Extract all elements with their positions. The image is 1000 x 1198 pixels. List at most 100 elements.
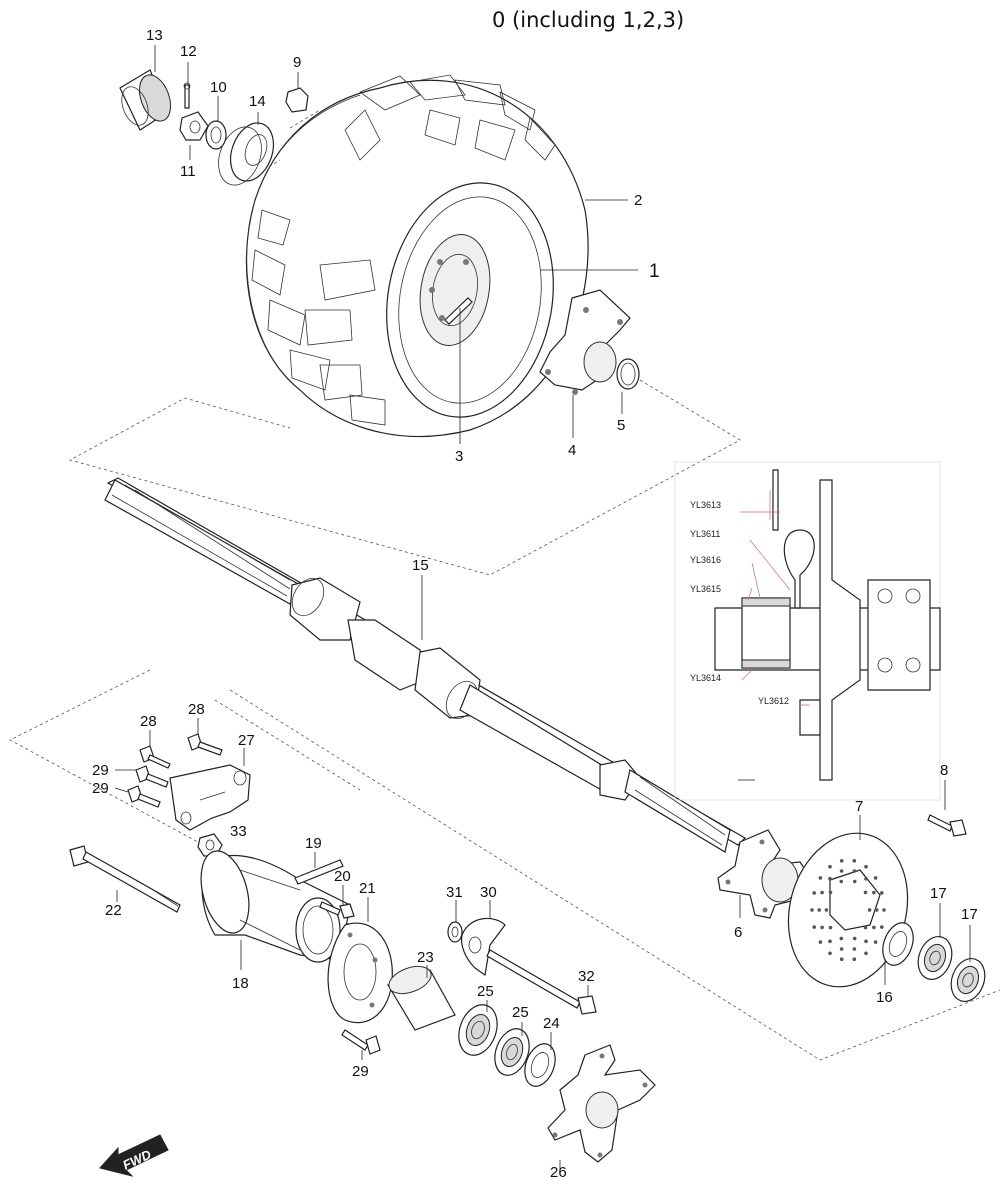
disc-hole (820, 925, 824, 930)
axle-shaft-part-15 (104, 477, 746, 853)
callout-24: 24 (543, 1015, 560, 1032)
pin-part-19 (294, 859, 344, 885)
detail-label-yl3615: YL3615 (690, 584, 721, 594)
callout-18: 18 (232, 975, 249, 992)
disc-hole (828, 951, 832, 956)
disc-hole (812, 925, 816, 929)
disc-hole (852, 947, 857, 951)
disc-hole (828, 890, 833, 895)
oring-part-5 (616, 358, 640, 390)
disc-hole (839, 936, 844, 941)
wheel-assembly (245, 74, 589, 438)
seal-part-24 (524, 1043, 556, 1087)
disc-hole (812, 891, 816, 895)
bolt-part-22 (69, 845, 181, 913)
callout-7: 7 (855, 798, 863, 815)
detail-label-yl3612: YL3612 (758, 696, 789, 706)
disc-vent-holes (810, 859, 886, 961)
callout-14: 14 (249, 93, 266, 110)
disc-hole (852, 869, 857, 873)
hub-part-4 (539, 289, 631, 395)
disc-hole (852, 879, 857, 884)
sprocket-hub-part-26 (547, 1044, 656, 1163)
diagram-title: 0 (including 1,2,3) (492, 8, 684, 32)
detail-label-yl3614: YL3614 (690, 673, 721, 683)
callout-31: 31 (446, 884, 463, 901)
bearing-part-17a (917, 936, 953, 980)
callout-23: 23 (417, 949, 434, 966)
callout-32: 32 (578, 968, 595, 985)
disc-hole (839, 869, 844, 873)
disc-hole (873, 876, 878, 880)
cap-part-13 (119, 69, 172, 131)
nut-part-9 (285, 87, 309, 113)
disc-hole (828, 864, 832, 869)
disc-hole (810, 908, 814, 912)
callout-21: 21 (359, 880, 376, 897)
detail-label-yl3611: YL3611 (690, 529, 720, 539)
disc-hole (864, 876, 868, 881)
disc-hole (824, 908, 829, 912)
bolt-part-29c (341, 1029, 381, 1055)
plate-part-21 (327, 922, 393, 1024)
callout-6: 6 (734, 924, 742, 941)
callout-15: 15 (412, 557, 429, 574)
disc-hole (875, 908, 879, 912)
callout-17a: 17 (930, 885, 947, 902)
disc-hole (839, 859, 844, 863)
callout-17b: 17 (961, 906, 978, 923)
callout-25a: 25 (477, 983, 494, 1000)
castle-nut-part-11 (179, 111, 209, 141)
spacer-part-14 (218, 122, 275, 186)
disc-hole (852, 936, 857, 941)
callout-5: 5 (617, 417, 625, 434)
disc-hole (872, 925, 876, 930)
seal-part-16 (882, 922, 914, 966)
leader-lines (114, 45, 971, 1172)
callout-13: 13 (146, 27, 163, 44)
callout-26: 26 (550, 1164, 567, 1181)
callout-20: 20 (334, 868, 351, 885)
callout-9: 9 (293, 54, 301, 71)
callout-11: 11 (180, 163, 196, 180)
callout-3: 3 (455, 448, 463, 465)
disc-hole (873, 940, 878, 944)
bolt-part-29b (127, 785, 161, 808)
cotter-pin-part-12 (183, 82, 191, 109)
disc-hole (818, 940, 823, 944)
disc-hole (818, 876, 823, 880)
callout-22: 22 (105, 902, 122, 919)
bearing-housing-part-18 (200, 850, 351, 963)
callout-12: 12 (180, 43, 197, 60)
disc-hole (882, 908, 886, 912)
callout-8: 8 (940, 762, 948, 779)
bolt-part-32 (486, 949, 597, 1015)
detail-label-yl3616: YL3616 (690, 555, 721, 565)
bolt-part-8 (927, 814, 967, 837)
callout-numbers: 1 2 3 4 5 6 7 8 9 10 11 12 13 14 15 16 1… (92, 27, 978, 1181)
bolt-part-28a (139, 745, 171, 769)
disc-hole (880, 891, 884, 895)
washer-part-31 (447, 921, 463, 943)
detail-label-yl3613: YL3613 (690, 500, 721, 510)
disc-hole (852, 859, 857, 863)
disc-hole (839, 957, 844, 961)
guard-part-30 (460, 917, 506, 977)
disc-hole (839, 947, 844, 951)
disc-hole (828, 925, 833, 930)
disc-hole (839, 879, 844, 884)
callout-29b: 29 (92, 780, 109, 797)
disc-hole (828, 939, 832, 944)
callout-2: 2 (634, 192, 642, 209)
bolt-part-28b (187, 733, 223, 756)
callout-19: 19 (305, 835, 322, 852)
disc-hole (864, 939, 868, 944)
bearing-part-17b (950, 958, 986, 1002)
callout-27: 27 (238, 732, 255, 749)
disc-hole (867, 908, 872, 912)
bearing-part-25a (458, 1004, 498, 1056)
callout-16: 16 (876, 989, 893, 1006)
bearing-part-25b (494, 1028, 530, 1076)
disc-hole (864, 951, 868, 956)
